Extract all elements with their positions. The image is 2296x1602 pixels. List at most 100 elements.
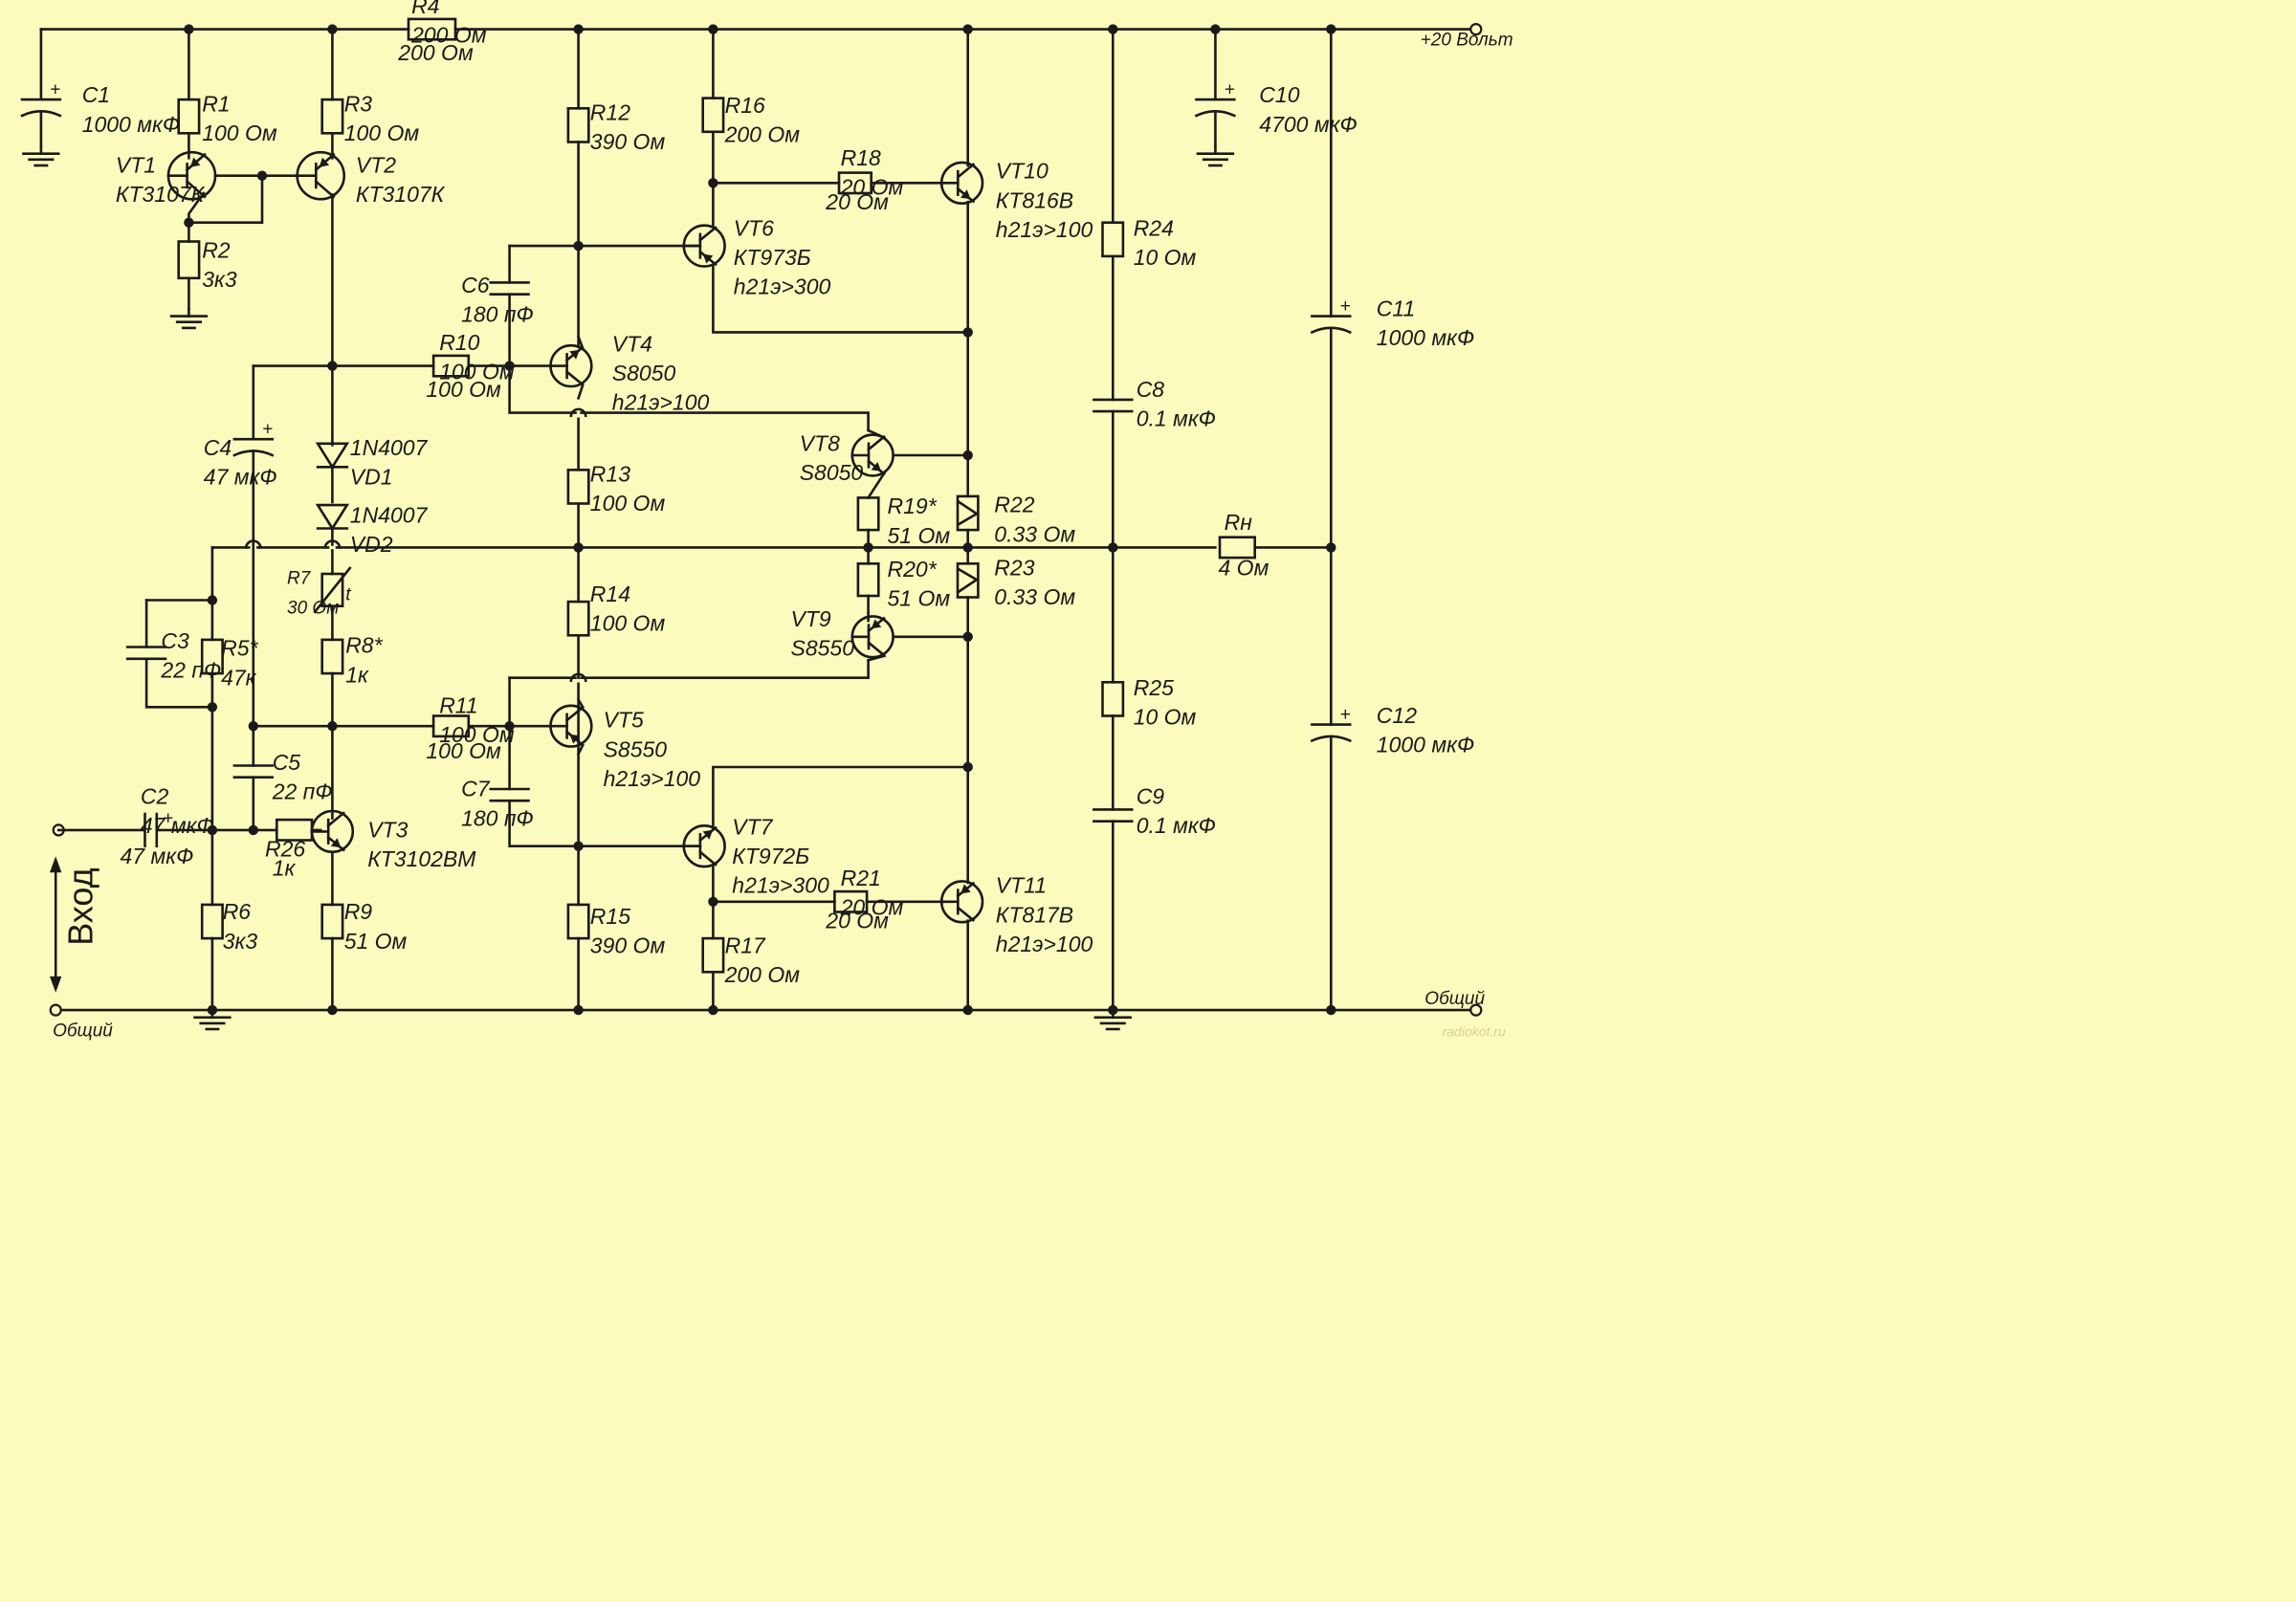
label-vt8-line2: S8050 (800, 460, 864, 485)
capacitor-plate-curved (1194, 110, 1237, 118)
label-r9-line2: 51 Ом (344, 929, 408, 954)
polarity-plus: + (50, 80, 60, 100)
resistor-r14 (566, 600, 590, 637)
junction-dot (1326, 542, 1336, 553)
transistor-arrow (569, 734, 580, 744)
label-vt1-line2: КТ3107К (116, 182, 206, 207)
ground-symbol (22, 144, 60, 167)
junction-dot (207, 595, 218, 605)
label-r22-line1: R22 (994, 493, 1034, 517)
label-vt11-line2: КТ817В (996, 902, 1073, 927)
label-vt10-line3: h21э>100 (996, 217, 1093, 242)
junction-dot (573, 841, 584, 851)
label-r6-line1: R6 (223, 899, 252, 924)
wire (580, 658, 870, 680)
transistor-vt1 (166, 150, 217, 201)
label-vt11-line1: VT11 (996, 873, 1047, 898)
transistor-arrow (871, 619, 882, 629)
label-c3-line2: 22 пФ (160, 658, 221, 683)
resistor-r20 (856, 561, 880, 598)
resistor-r22-mark (957, 500, 980, 526)
label-vt10-line2: КТ816В (996, 187, 1073, 212)
transistor-arrow (960, 884, 971, 894)
label-r22-line2: 0.33 Ом (994, 521, 1075, 546)
label-r12-line1: R12 (590, 100, 630, 125)
diode-triangle (315, 442, 350, 470)
transistor-lead-top (698, 226, 718, 242)
label-c10-line2: 4700 мкФ (1259, 112, 1357, 137)
label-r1-line2: 100 Ом (202, 121, 277, 145)
junction-dot (573, 24, 584, 34)
supply-label: +20 Вольт (1421, 30, 1513, 50)
label-vt6-line2: КТ973Б (734, 245, 811, 270)
label-r16-line1: R16 (725, 93, 765, 118)
label-c2-value: 47 мкФ (121, 844, 194, 868)
label-vt4-line2: S8050 (612, 361, 676, 385)
label-vt5-line1: VT5 (604, 708, 644, 733)
label-c5-line2: 22 пФ (272, 779, 333, 804)
label-vd2-line1: 1N4007 (350, 502, 429, 527)
label-r15-line1: R15 (590, 904, 630, 929)
junction-dot (708, 178, 718, 188)
label-r11-line2: 100 Ом (439, 722, 515, 747)
transistor-vt7 (682, 823, 726, 868)
label-r10-line2: 100 Ом (439, 359, 515, 384)
transistor-arrow (871, 462, 882, 472)
label-r8-line2: 1к (345, 662, 369, 687)
label-rh-value: 4 Ом (1219, 556, 1269, 581)
label-vt4-line1: VT4 (612, 331, 652, 356)
label-r18-line2: 20 Ом (840, 175, 904, 200)
wire (508, 799, 701, 848)
resistor-r1 (177, 98, 201, 135)
wire (712, 265, 970, 334)
label-r8-line1: R8* (345, 633, 383, 658)
label-r26-value: 1к (273, 855, 297, 880)
label-vt3-line2: КТ3102ВМ (367, 846, 476, 871)
label-c4-line1: C4 (204, 435, 232, 460)
ground-symbol (1093, 1008, 1132, 1031)
transistor-lead-bottom (956, 906, 976, 922)
label-r21-line2: 20 Ом (840, 895, 904, 920)
resistor-r3 (320, 98, 344, 135)
label-r4-line1: R4 (411, 0, 439, 18)
label-r10-value: 100 Ом (426, 377, 501, 402)
label-r6-line2: 3к3 (223, 929, 258, 954)
schematic-wires (39, 23, 1483, 1017)
input-arrow-head (50, 976, 62, 993)
capacitor-c11: + (1310, 296, 1352, 335)
transistor-arrow (960, 189, 971, 200)
capacitor-c5 (232, 764, 275, 779)
label-c9-line2: 0.1 мкФ (1137, 813, 1216, 838)
resistor-r9 (320, 903, 344, 940)
label-c2-line2: 47 мкФ (141, 813, 214, 838)
junction-dot (1326, 1004, 1336, 1016)
transistor-vt6 (682, 224, 726, 268)
label-c1-line2: 1000 мкФ (82, 112, 180, 137)
junction-dot (573, 1004, 584, 1016)
junction-dot (962, 1004, 973, 1016)
resistor-r15 (566, 903, 590, 940)
polarity-plus: + (163, 809, 173, 829)
label-r1-line1: R1 (202, 91, 230, 116)
resistor-r6 (200, 903, 224, 940)
label-r4-line2: 200 Ом (410, 22, 487, 47)
transistor-lead-bottom (185, 179, 207, 199)
label-r17-line1: R17 (725, 933, 766, 957)
capacitor-c4: + (232, 420, 275, 457)
transistor-arrow (330, 838, 342, 848)
transistor-lead-bottom (698, 849, 718, 867)
label-r17-line2: 200 Ом (724, 962, 801, 987)
terminal-pin (1469, 23, 1483, 36)
label-vt6-line1: VT6 (734, 215, 774, 240)
transistor-arrow (702, 829, 714, 840)
ground-symbol (193, 1008, 232, 1031)
label-r2-line1: R2 (202, 237, 231, 262)
junction-dot (248, 721, 258, 732)
label-c2-line1: C2 (141, 783, 169, 808)
wire (576, 697, 585, 710)
ground-symbol (1196, 144, 1235, 167)
label-c3-line1: C3 (161, 628, 189, 653)
polarity-plus: + (1340, 296, 1351, 317)
label-vt2-line2: КТ3107К (356, 182, 446, 207)
label-r24-line1: R24 (1134, 215, 1174, 240)
